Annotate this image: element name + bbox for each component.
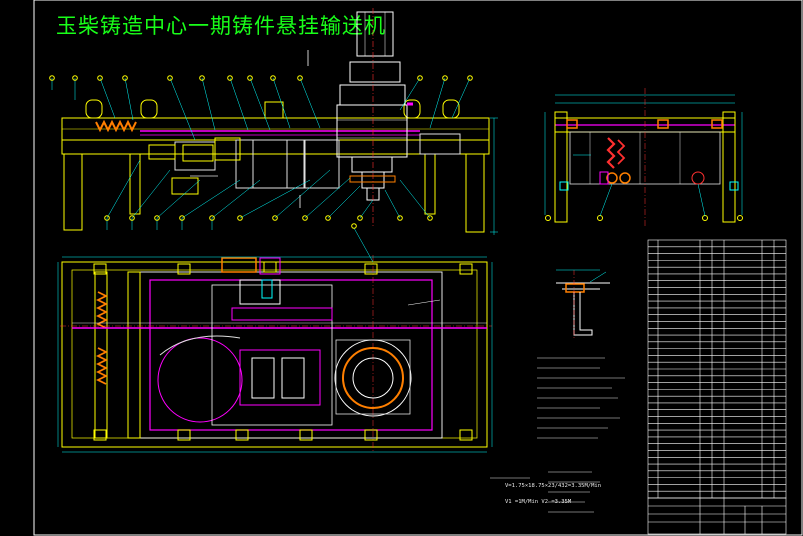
drawing-title: 玉柴铸造中心一期铸件悬挂输送机 xyxy=(56,14,386,38)
title-block xyxy=(647,497,787,535)
plan-view xyxy=(57,215,493,453)
bill-of-materials-table xyxy=(647,239,787,499)
outer-border xyxy=(33,0,803,536)
speed-formula-1: V=1.75×18.75×23/432=3.35M/Min xyxy=(505,483,602,489)
speed-formula-2: V1 =1M/Min V2 =3.35M xyxy=(505,499,572,505)
front-elevation-view xyxy=(49,8,498,235)
technical-notes xyxy=(490,357,625,513)
side-elevation-view xyxy=(544,88,743,228)
section-detail-view xyxy=(556,269,610,340)
